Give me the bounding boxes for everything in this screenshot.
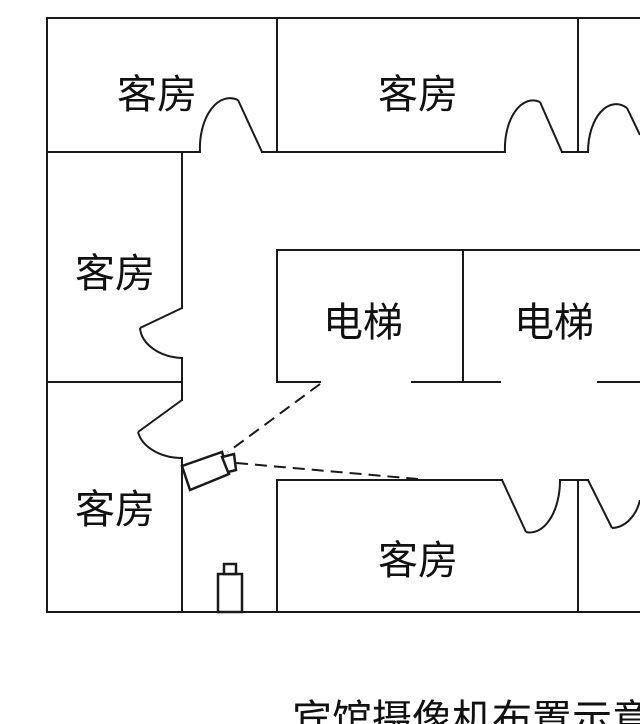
room-label-top-middle: 客房 — [378, 72, 458, 118]
room-label-left-middle: 客房 — [75, 251, 155, 297]
diagram-caption: 宾馆摄像机布置示意 — [292, 697, 640, 724]
door-bottom-middle — [501, 479, 562, 534]
door-top-left — [198, 97, 263, 153]
door-left-middle — [139, 307, 183, 359]
outer-walls — [46, 17, 640, 613]
camera-view-lines — [227, 383, 419, 480]
bottom-room-walls — [276, 479, 589, 613]
door-top-right — [587, 103, 640, 153]
elevator-label-left: 电梯 — [323, 300, 403, 346]
top-room-walls — [46, 17, 589, 153]
room-label-bottom-middle: 客房 — [378, 538, 458, 584]
elevator-label-right: 电梯 — [514, 300, 594, 346]
room-label-top-left: 客房 — [117, 72, 197, 118]
camera-icon — [180, 450, 238, 492]
extinguisher-icon — [216, 562, 244, 614]
left-room-walls — [46, 151, 183, 613]
room-label-left-bottom: 客房 — [75, 487, 155, 533]
door-top-middle — [503, 99, 563, 153]
door-bottom-right — [587, 479, 640, 529]
elevator-walls — [276, 249, 640, 383]
door-left-bottom — [137, 399, 183, 459]
